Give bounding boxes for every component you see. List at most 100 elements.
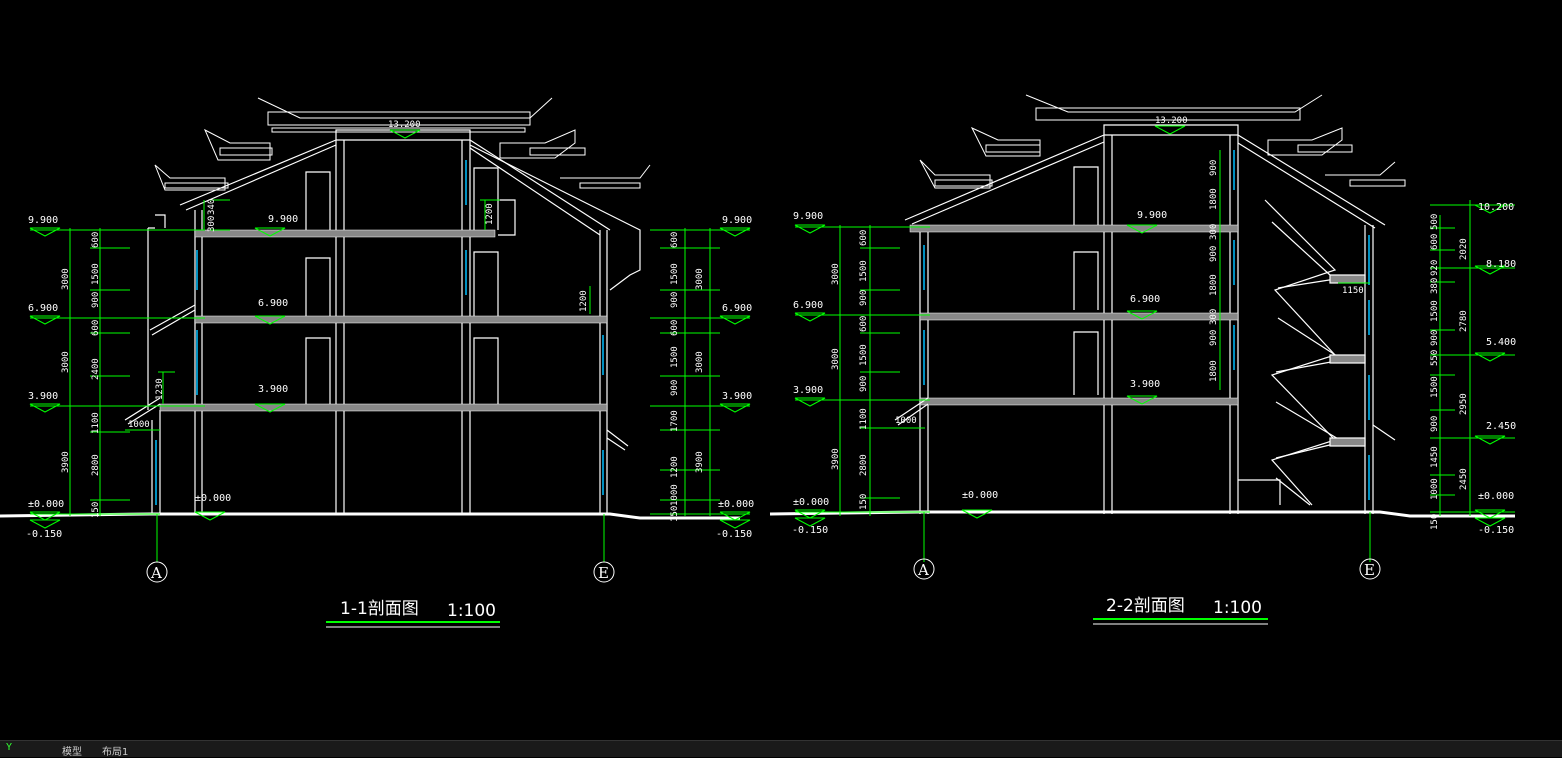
s2-dim-outer-3: 150 <box>859 494 869 510</box>
s1-level-right-2: 3.900 <box>722 391 752 402</box>
s2-floor-1: 6.900 <box>1130 294 1160 305</box>
s2-level-left-0: 9.900 <box>793 211 823 222</box>
s2-dim-outer-0: 3000 <box>831 263 841 285</box>
dimension-lines-2 <box>794 125 1515 562</box>
axis-markers-2 <box>913 558 1381 580</box>
s1-title: 1-1剖面图 <box>340 599 419 619</box>
s2-axis-left: A <box>917 561 929 579</box>
s1-floor-0: 9.900 <box>268 214 298 225</box>
s2-int-dim-1: 1800 <box>1209 188 1219 210</box>
s2-floor-0: 9.900 <box>1137 210 1167 221</box>
s1-dim-right-inner-5: 900 <box>670 380 680 396</box>
s2-dim-right-outer-1: 2780 <box>1459 310 1469 332</box>
s2-dim-inner-1: 1500 <box>859 260 869 282</box>
s1-level-left-1: 6.900 <box>28 303 58 314</box>
dimension-lines <box>29 129 751 562</box>
window-glazing-2 <box>923 150 1370 500</box>
window-glazing <box>155 160 604 505</box>
tab-model[interactable]: 模型 <box>62 747 82 758</box>
axis-markers <box>146 561 615 583</box>
s1-dim-inner-5: 1100 <box>91 412 101 434</box>
s2-level-left-2: 3.900 <box>793 385 823 396</box>
s1-dim-right-outer-0: 3000 <box>695 268 705 290</box>
s1-dim-inner-0: 600 <box>91 232 101 248</box>
s1-dim-inner-1: 1500 <box>91 263 101 285</box>
s1-dim-right-inner-6: 1700 <box>670 410 680 432</box>
s2-dim-outer-2: 3900 <box>831 448 841 470</box>
s1-int-dim-5: 340 <box>207 199 217 215</box>
ucs-icon: Y <box>6 742 13 753</box>
s1-dim-right-outer-1: 3000 <box>695 351 705 373</box>
s2-dim-outer-1: 3000 <box>831 348 841 370</box>
s1-dim-right-inner-3: 600 <box>670 320 680 336</box>
s1-int-dim-0: 1200 <box>485 203 495 225</box>
s2-level-left-3: ±0.000 <box>793 497 829 508</box>
s1-dim-right-inner-7: 1200 <box>670 456 680 478</box>
s2-dim-right-inner-11: 150 <box>1430 514 1440 530</box>
s2-int-dim-5: 300 <box>1209 309 1219 325</box>
s1-level-left-0: 9.900 <box>28 215 58 226</box>
s1-level-right-0: 9.900 <box>722 215 752 226</box>
s2-dim-right-inner-10: 1000 <box>1430 478 1440 500</box>
s2-dim-right-inner-0: 500 <box>1430 214 1440 230</box>
s2-scale: 1:100 <box>1213 598 1262 618</box>
s1-level-right-1: 6.900 <box>722 303 752 314</box>
s1-floor-1: 6.900 <box>258 298 288 309</box>
s1-level-right-3: ±0.000 <box>718 499 754 510</box>
s2-int-dim-6: 900 <box>1209 330 1219 346</box>
s2-int-dim-4: 1800 <box>1209 274 1219 296</box>
s2-dim-inner-4: 1500 <box>859 344 869 366</box>
s2-level-right-1: 8.180 <box>1486 259 1516 270</box>
s2-dim-right-inner-3: 380 <box>1430 278 1440 294</box>
s2-dim-right-inner-9: 1450 <box>1430 446 1440 468</box>
s2-dim-right-outer-0: 2020 <box>1459 238 1469 260</box>
s1-dim-right-inner-1: 1500 <box>670 263 680 285</box>
s2-dim-inner-6: 1100 <box>859 408 869 430</box>
s2-int-dim-8: 1150 <box>1342 286 1364 296</box>
s1-level-left-4: -0.150 <box>26 529 62 540</box>
s2-axis-right: E <box>1364 561 1375 579</box>
s1-dim-inner-3: 600 <box>91 320 101 336</box>
s1-dim-right-outer-2: 3900 <box>695 451 705 473</box>
s1-level-right-4: -0.150 <box>716 529 752 540</box>
s2-int-dim-7: 1800 <box>1209 360 1219 382</box>
s2-level-right-0: 10.200 <box>1478 202 1514 213</box>
text-layer: 13.200 9.900 6.900 3.900 ±0.000 -0.150 9… <box>26 116 1516 628</box>
s2-dim-inner-0: 600 <box>859 230 869 246</box>
s1-level-left-3: ±0.000 <box>28 499 64 510</box>
s1-dim-outer-3: 150 <box>91 502 101 518</box>
s1-floor-2: 3.900 <box>258 384 288 395</box>
s2-dim-right-outer-2: 2950 <box>1459 393 1469 415</box>
s1-dim-outer-0: 3000 <box>61 268 71 290</box>
s2-dim-right-outer-3: 2450 <box>1459 468 1469 490</box>
s1-dim-right-inner-2: 900 <box>670 292 680 308</box>
s2-dim-right-inner-4: 1500 <box>1430 300 1440 322</box>
s2-dim-right-inner-8: 900 <box>1430 416 1440 432</box>
s2-dim-inner-5: 900 <box>859 376 869 392</box>
s2-level-right-3: 2.450 <box>1486 421 1516 432</box>
s2-int-dim-2: 300 <box>1209 224 1219 240</box>
model-layout-tabs-bar: Y 模型 布局1 <box>0 740 1562 758</box>
s1-dim-inner-2: 900 <box>91 292 101 308</box>
s2-int-dim-3: 900 <box>1209 246 1219 262</box>
s2-dim-right-inner-7: 1500 <box>1430 376 1440 398</box>
s1-int-dim-2: 1230 <box>155 378 165 400</box>
s1-dim-inner-4: 2400 <box>91 358 101 380</box>
s2-dim-inner-3: 600 <box>859 316 869 332</box>
s1-dim-outer-1: 3000 <box>61 351 71 373</box>
ground-line-2 <box>769 510 1515 518</box>
s2-dim-right-inner-5: 900 <box>1430 330 1440 346</box>
tab-layout1[interactable]: 布局1 <box>102 747 129 758</box>
s2-ridge-level: 13.200 <box>1155 116 1188 126</box>
s2-dim-inner-2: 900 <box>859 290 869 306</box>
s1-axis-right: E <box>598 564 609 582</box>
s2-level-right-4: ±0.000 <box>1478 491 1514 502</box>
ground-line <box>0 512 740 520</box>
s2-title: 2-2剖面图 <box>1106 596 1185 616</box>
s2-int-dim-0: 900 <box>1209 160 1219 176</box>
s2-dim-inner-7: 2800 <box>859 454 869 476</box>
s1-level-left-2: 3.900 <box>28 391 58 402</box>
s2-level-left-4: -0.150 <box>792 525 828 536</box>
section-1-1 <box>0 97 751 583</box>
